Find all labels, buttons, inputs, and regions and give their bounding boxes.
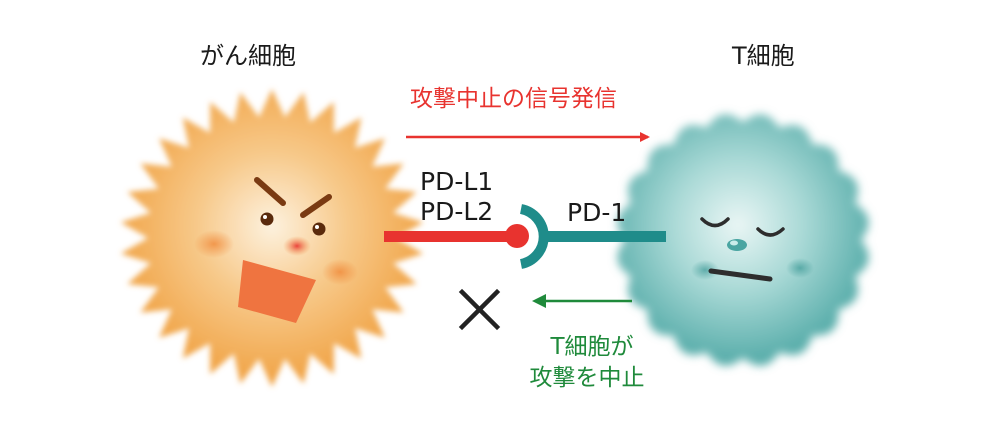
t-cell-label: T細胞	[732, 42, 795, 70]
t-cell-right-cheek	[786, 258, 814, 278]
t-cell-nose	[727, 239, 747, 251]
ligand-label-1: PD-L1	[420, 167, 494, 196]
cancer-left-cheek	[194, 230, 234, 258]
attack-stop-line1: T細胞が	[550, 334, 634, 360]
cancer-right-cheek	[322, 259, 358, 285]
cancer-nose	[283, 236, 311, 256]
ligand-ball	[505, 224, 529, 248]
cancer-left-eyebrow	[254, 177, 286, 206]
cancer-right-eyebrow	[300, 194, 332, 218]
cancer-mouth	[238, 260, 316, 323]
receptor-cup	[519, 204, 549, 269]
t-cell-mouth	[708, 268, 773, 282]
signal-text: 攻撃中止の信号発信	[410, 86, 617, 112]
t-cell	[617, 114, 869, 366]
cancer-cell-label: がん細胞	[200, 42, 296, 70]
t-cell-left-cheek	[691, 260, 719, 280]
cancer-right-eye	[312, 222, 326, 236]
t-cell-left-eye	[700, 217, 730, 228]
ligand-label-2: PD-L2	[420, 197, 494, 226]
t-cell-body	[617, 114, 869, 366]
cancer-cell-body	[120, 89, 424, 387]
attack-arrow-head	[532, 294, 546, 308]
cancer-cell	[120, 89, 424, 387]
cancer-left-eye	[260, 212, 274, 226]
receptor-label: PD-1	[567, 198, 627, 227]
t-cell-nose-shine	[730, 240, 738, 246]
cross-mark	[458, 288, 501, 331]
attack-stop-line2: 攻撃を中止	[529, 365, 645, 391]
receptor-stalk	[548, 231, 666, 242]
ligand-stalk	[384, 231, 516, 242]
cancer-right-eye-glint	[315, 225, 319, 229]
cancer-left-eye-glint	[263, 215, 267, 219]
t-cell-right-eye	[756, 227, 785, 237]
